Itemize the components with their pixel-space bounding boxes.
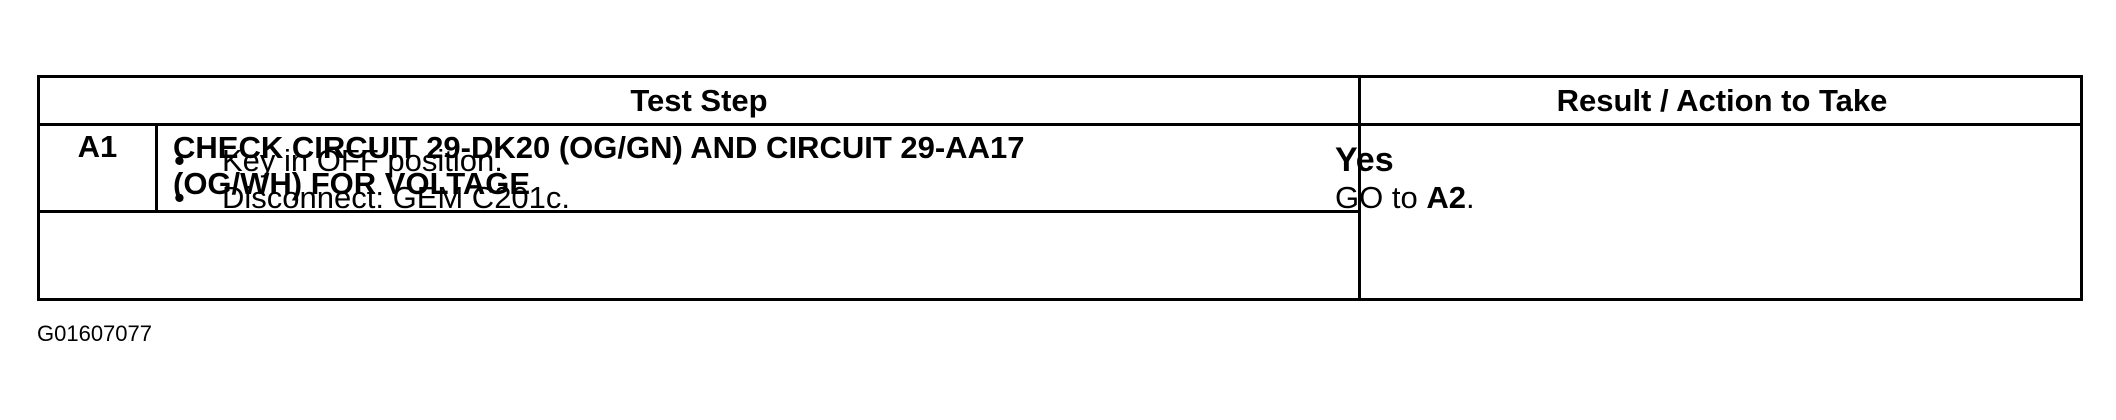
header-result-action: Result / Action to Take [1556,83,1888,118]
action-text: Key in OFF position. [222,143,503,178]
bullet-icon: • [174,143,185,178]
step-title-line-1: CHECK CIRCUIT 29-DK20 (OG/GN) AND CIRCUI… [173,130,1025,165]
header-test-step: Test Step [630,83,768,118]
column-divider [1358,78,1361,298]
step-id: A1 [40,126,158,210]
step-title: CHECK CIRCUIT 29-DK20 (OG/GN) AND CIRCUI… [173,130,1273,202]
list-item: • Key in OFF position. [170,142,570,179]
step-row: A1 CHECK CIRCUIT 29-DK20 (OG/GN) AND CIR… [40,126,1358,213]
step-title-line-2: (OG/WH) FOR VOLTAGE [173,166,531,201]
test-step-table: Test Step Result / Action to Take A1 CHE… [37,75,2083,301]
go-to-prefix: GO to [1335,180,1427,215]
result-instruction: GO to A2. [1335,179,1475,216]
go-to-target: A2 [1426,180,1466,215]
bullet-icon: • [174,180,185,215]
action-list: • Key in OFF position. • Disconnect: GEM… [170,142,570,216]
table-header-row: Test Step Result / Action to Take [40,78,2080,126]
action-text: Disconnect: GEM C201c. [222,180,571,215]
list-item: • Disconnect: GEM C201c. [170,179,570,216]
figure-id: G01607077 [37,321,152,346]
result-cell: Yes GO to A2. [1335,142,1475,216]
result-answer: Yes [1335,141,1394,179]
go-to-suffix: . [1465,180,1475,215]
